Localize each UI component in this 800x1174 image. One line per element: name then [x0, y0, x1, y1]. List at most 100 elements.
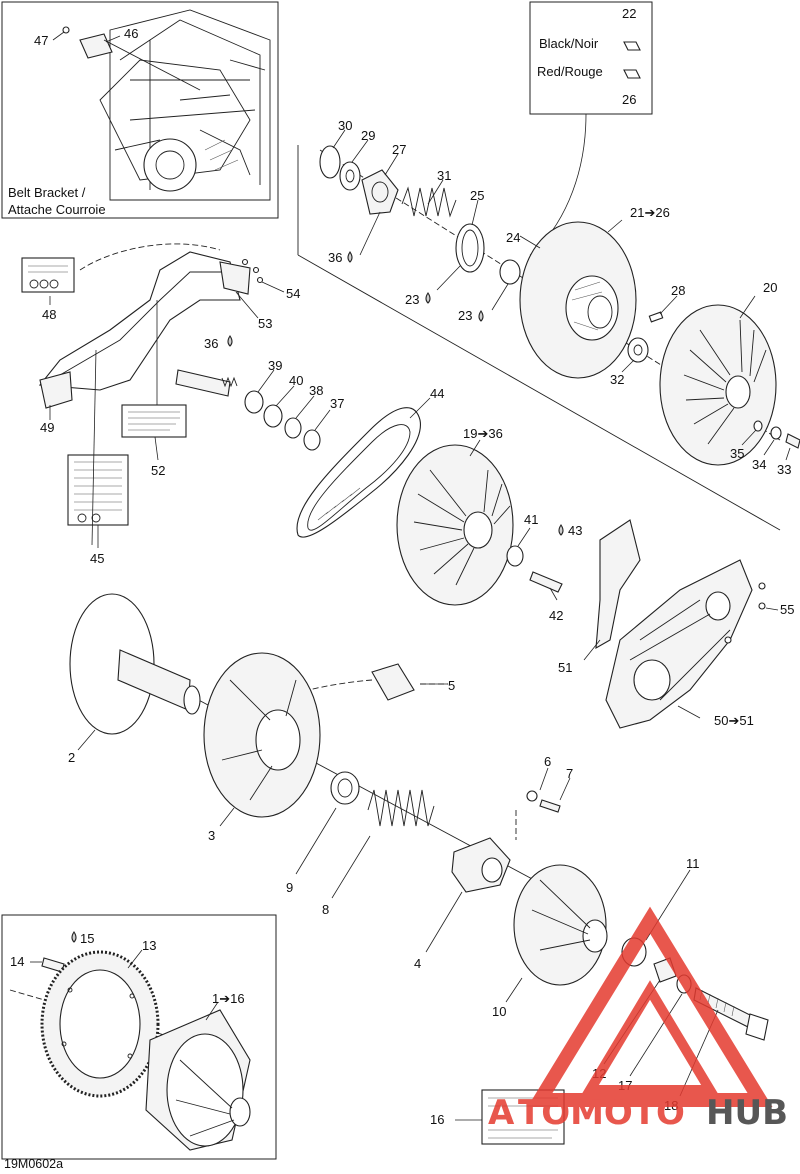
label-5: 5: [448, 678, 455, 693]
label-50-51: 50➔51: [714, 713, 754, 728]
label-41: 41: [524, 512, 538, 527]
label-27: 27: [392, 142, 406, 157]
part-5-bushing: [371, 663, 415, 701]
watermark-text-a: A: [488, 1093, 515, 1133]
part-9-ring: [330, 771, 360, 805]
belt-bracket-caption-line1: Belt Bracket /: [8, 185, 86, 200]
part-21-fixed-sheave: [519, 221, 637, 379]
label-8: 8: [322, 902, 329, 917]
label-2: 2: [68, 750, 75, 765]
label-9: 9: [286, 880, 293, 895]
part-53-bracket: [219, 261, 251, 295]
label-34: 34: [752, 457, 766, 472]
label-30: 30: [338, 118, 352, 133]
part-10-cover: [513, 864, 608, 986]
label-43: 43: [568, 523, 582, 538]
watermark-text-tomoto: TOMOTO: [518, 1093, 685, 1133]
part-45-decal: [67, 454, 129, 526]
part-44-drive-belt: 44: [296, 386, 444, 538]
part-14-bolt: [41, 957, 65, 973]
belt-guard-group: 48 54 53 49 52 45: [21, 243, 300, 566]
part-34-nut: [770, 426, 782, 440]
clip-black-icon: [623, 41, 641, 51]
label-4: 4: [414, 956, 421, 971]
label-54: 54: [286, 286, 300, 301]
part-20-moving-sheave: [659, 304, 777, 466]
label-39: 39: [268, 358, 282, 373]
label-23-b: 23: [458, 308, 472, 323]
part-30-ring: [319, 145, 341, 179]
color-note-frame: [529, 1, 653, 115]
part-32-washer: [627, 337, 649, 363]
watermark-text-hub: HUB: [706, 1093, 788, 1133]
label-26: 26: [622, 92, 636, 107]
part-54-screw: [252, 266, 260, 274]
label-28: 28: [671, 283, 685, 298]
label-20: 20: [763, 280, 777, 295]
part-27-cam: [361, 169, 399, 215]
label-11: 11: [686, 856, 700, 871]
lubricant-drop-icon: [347, 251, 353, 263]
inset-ring-gear: 15 13 14 1➔16: [1, 914, 277, 1160]
label-15: 15: [80, 931, 94, 946]
label-black-noir: Black/Noir: [539, 36, 599, 51]
label-40: 40: [289, 373, 303, 388]
lubricant-drop-icon: [478, 310, 484, 322]
label-31: 31: [437, 168, 451, 183]
label-55: 55: [780, 602, 794, 617]
label-25: 25: [470, 188, 484, 203]
label-49: 49: [40, 420, 54, 435]
part-42-bolt: [529, 571, 563, 593]
label-37: 37: [330, 396, 344, 411]
part-39-washer: [244, 390, 264, 414]
label-46: 46: [124, 26, 138, 41]
part-52-decal: [121, 404, 187, 438]
label-36-a: 36: [328, 250, 342, 265]
part-38-washer: [284, 417, 302, 439]
label-19-36: 19➔36: [463, 426, 503, 441]
part-33-bolt: [785, 433, 800, 449]
label-1-16: 1➔16: [212, 991, 245, 1006]
part-37-washer: [303, 429, 321, 451]
part-24-bushing: [499, 259, 521, 285]
label-23-a: 23: [405, 292, 419, 307]
label-6: 6: [544, 754, 551, 769]
part-49-belt-guard: [38, 251, 241, 391]
diagram-code: 19M0602a: [4, 1157, 63, 1171]
belt-bracket-caption-line2: Attache Courroie: [8, 202, 106, 217]
part-40-washer: [263, 404, 283, 428]
label-44: 44: [430, 386, 444, 401]
part-50-pulley-guard: 51 55 50➔51: [558, 519, 794, 729]
clip-red-icon: [623, 69, 641, 79]
lubricant-drop-icon: [227, 335, 233, 347]
label-52: 52: [151, 463, 165, 478]
label-45: 45: [90, 551, 104, 566]
label-21-26: 21➔26: [630, 205, 670, 220]
part-41-washer: [506, 545, 524, 567]
lubricant-drop-icon: [558, 524, 564, 536]
label-13: 13: [142, 938, 156, 953]
label-10: 10: [492, 1004, 506, 1019]
label-3: 3: [208, 828, 215, 843]
label-42: 42: [549, 608, 563, 623]
part-36-shaft: [175, 369, 231, 397]
part-6-washer: [526, 790, 538, 802]
inset-ring-gear-frame: [1, 914, 277, 1160]
label-16: 16: [430, 1112, 444, 1127]
part-7-bolt: [539, 799, 561, 813]
inset-frame: [1, 1, 279, 219]
driven-pulley-assembly: 30 29 27 31 25 24 21➔26 36 23 23 28 20 3…: [297, 118, 800, 531]
inset-color-note: 22 Black/Noir Red/Rouge 26: [529, 1, 653, 256]
label-32: 32: [610, 372, 624, 387]
label-36-b: 36: [204, 336, 218, 351]
part-51-guard-bracket: [595, 519, 641, 649]
part-1-drive-pulley: [145, 1009, 251, 1151]
label-red-rouge: Red/Rouge: [537, 64, 603, 79]
label-7: 7: [566, 766, 573, 781]
label-38: 38: [309, 383, 323, 398]
label-35: 35: [730, 446, 744, 461]
part-3-sliding-half: [203, 652, 321, 818]
part-48-decal: [21, 257, 75, 293]
part-8-spring: [367, 789, 435, 827]
